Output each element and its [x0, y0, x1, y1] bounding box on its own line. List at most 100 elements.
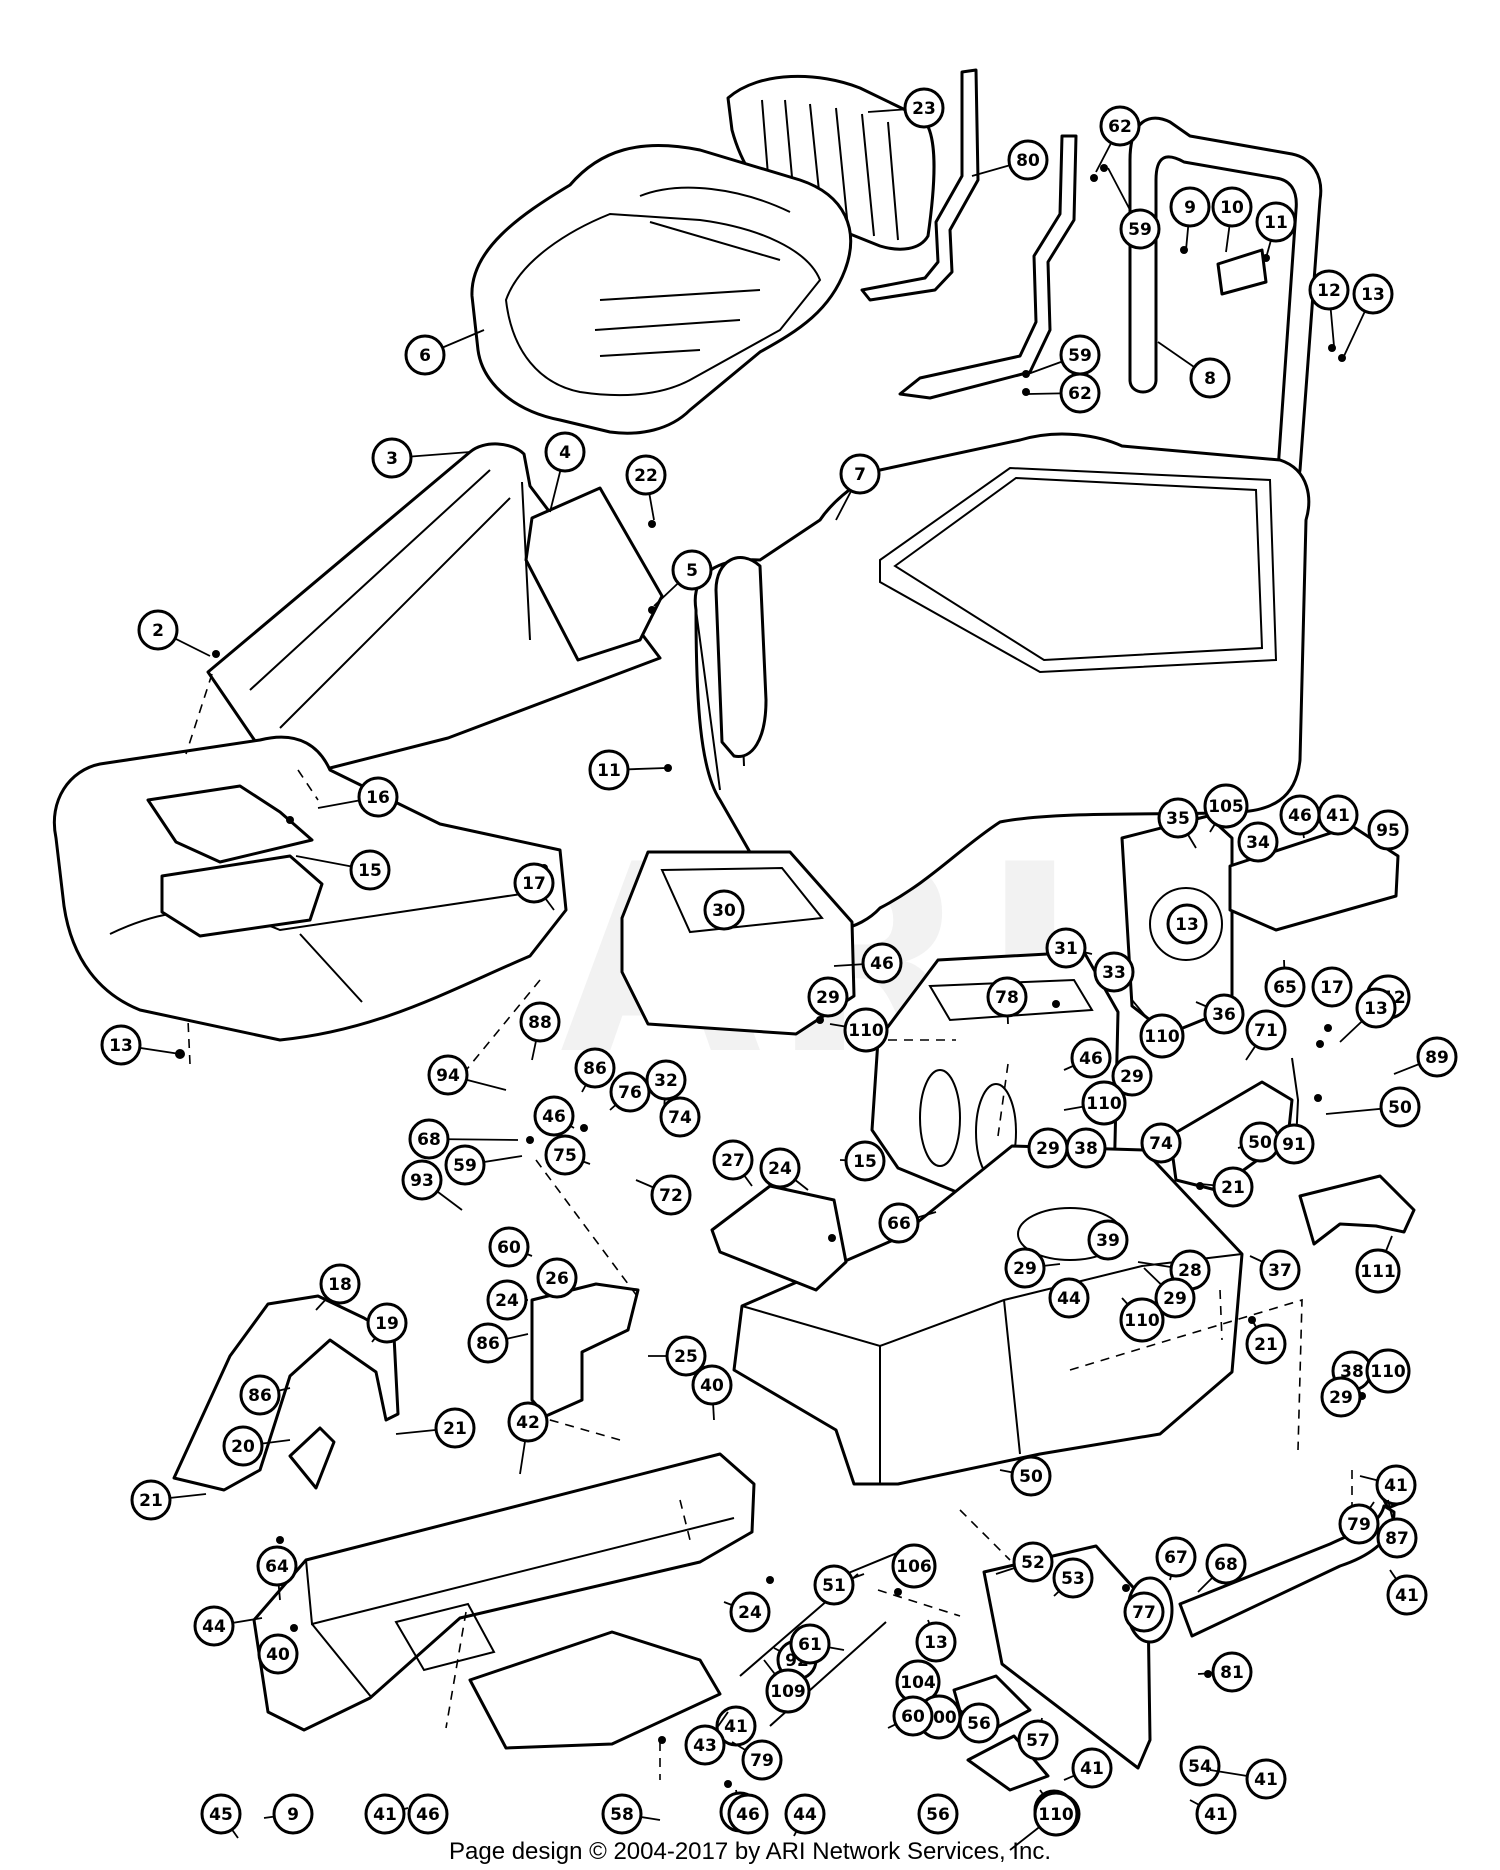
callout-number: 109 — [770, 1682, 806, 1702]
callout-45: 45 — [200, 1793, 242, 1839]
callout-number: 29 — [1329, 1388, 1353, 1408]
callout-88: 88 — [519, 1001, 561, 1061]
callout-number: 95 — [1376, 821, 1400, 841]
callout-46: 46 — [533, 1095, 575, 1137]
right-shield-part — [1298, 1174, 1416, 1246]
callout-95: 95 — [1367, 809, 1409, 851]
callout-balloon — [1320, 1376, 1362, 1418]
callout-balloon — [239, 1374, 281, 1416]
callout-balloon — [659, 1096, 701, 1138]
callout-29: 29 — [1004, 1247, 1061, 1289]
callout-balloon — [650, 1174, 692, 1216]
callout-number: 93 — [410, 1171, 434, 1191]
callout-balloon — [712, 1139, 754, 1181]
callout-balloon — [404, 334, 446, 376]
callout-number: 62 — [1108, 117, 1132, 137]
callout-number: 61 — [798, 1635, 822, 1655]
callout-number: 60 — [901, 1707, 925, 1727]
callout-44: 44 — [784, 1793, 826, 1837]
callout-number: 24 — [738, 1603, 762, 1623]
callout-number: 19 — [375, 1314, 399, 1334]
callout-balloon — [1093, 951, 1135, 993]
callout-balloon — [222, 1425, 264, 1467]
callout-number: 44 — [1057, 1289, 1081, 1309]
callout-41: 41 — [1209, 1758, 1287, 1800]
callout-number: 22 — [634, 466, 658, 486]
callout-balloon — [891, 1543, 937, 1589]
callout-number: 29 — [1013, 1259, 1037, 1279]
callout-balloon — [1195, 1793, 1237, 1835]
callout-balloon — [272, 1793, 314, 1835]
callout-number: 45 — [209, 1805, 233, 1825]
callout-balloon — [130, 1479, 172, 1521]
callout-number: 46 — [542, 1107, 566, 1127]
pedal-bracket-part — [530, 1184, 848, 1418]
callout-56: 56 — [917, 1793, 959, 1835]
callout-number: 78 — [995, 988, 1019, 1008]
callout-number: 66 — [887, 1214, 911, 1234]
callout-71: 71 — [1245, 1009, 1287, 1061]
callout-balloon — [256, 1545, 298, 1587]
callout-number: 41 — [1254, 1770, 1278, 1790]
callout-balloon — [1355, 1248, 1401, 1294]
callout-number: 9 — [287, 1805, 299, 1825]
callout-number: 41 — [1080, 1759, 1104, 1779]
callout-41: 41 — [1189, 1793, 1237, 1835]
callout-number: 3 — [386, 449, 398, 469]
callout-balloon — [601, 1793, 643, 1835]
callout-balloon — [507, 1401, 549, 1443]
callout-balloon — [1140, 1122, 1182, 1164]
callout-number: 68 — [417, 1130, 441, 1150]
callout-46: 46 — [1063, 1037, 1112, 1079]
callout-balloon — [789, 1623, 831, 1665]
callout-balloon — [1375, 1464, 1417, 1506]
callout-number: 29 — [1036, 1139, 1060, 1159]
callout-number: 86 — [476, 1334, 500, 1354]
callout-number: 88 — [528, 1013, 552, 1033]
callout-number: 60 — [497, 1238, 521, 1258]
callout-balloon — [319, 1263, 361, 1305]
callout-72: 72 — [635, 1174, 692, 1216]
callout-balloon — [434, 1407, 476, 1449]
callout-number: 10 — [1220, 198, 1244, 218]
callout-balloon — [1048, 1277, 1090, 1319]
callout-number: 21 — [1221, 1178, 1245, 1198]
callout-40: 40 — [257, 1633, 299, 1675]
callout-number: 13 — [924, 1633, 948, 1653]
callout-number: 6 — [419, 346, 431, 366]
callout-93: 93 — [401, 1159, 463, 1211]
callout-balloon — [1245, 1009, 1287, 1051]
callout-balloon — [671, 549, 713, 591]
callout-40: 40 — [691, 1364, 733, 1421]
callout-number: 110 — [1370, 1362, 1406, 1382]
callout-110: 110 — [1009, 1791, 1079, 1851]
callout-19: 19 — [366, 1302, 408, 1344]
callout-number: 40 — [700, 1376, 724, 1396]
callout-balloon — [1355, 987, 1397, 1029]
callout-balloon — [892, 1695, 934, 1737]
callout-number: 91 — [1282, 1135, 1306, 1155]
callout-41: 41 — [1359, 1464, 1417, 1506]
callout-number: 41 — [1204, 1805, 1228, 1825]
callout-31: 31 — [1045, 927, 1093, 969]
callout-109: 109 — [763, 1659, 811, 1714]
callout-number: 24 — [768, 1159, 792, 1179]
callout-balloon — [986, 976, 1028, 1018]
callout-number: 56 — [926, 1805, 950, 1825]
callout-9: 9 — [1169, 186, 1211, 251]
callout-number: 53 — [1061, 1569, 1085, 1589]
callout-balloon — [1033, 1791, 1079, 1837]
callout-15: 15 — [295, 849, 391, 891]
callout-balloon — [1099, 105, 1141, 147]
rear-plate-part — [982, 1544, 1152, 1770]
callout-balloon — [1052, 1557, 1094, 1599]
callout-51: 51 — [813, 1564, 865, 1606]
callout-number: 34 — [1246, 833, 1270, 853]
callout-number: 68 — [1214, 1555, 1238, 1575]
callout-32: 32 — [645, 1059, 687, 1111]
callout-balloon — [366, 1302, 408, 1344]
callout-balloon — [137, 609, 179, 651]
callout-30: 30 — [703, 889, 745, 931]
callout-number: 110 — [848, 1021, 884, 1041]
